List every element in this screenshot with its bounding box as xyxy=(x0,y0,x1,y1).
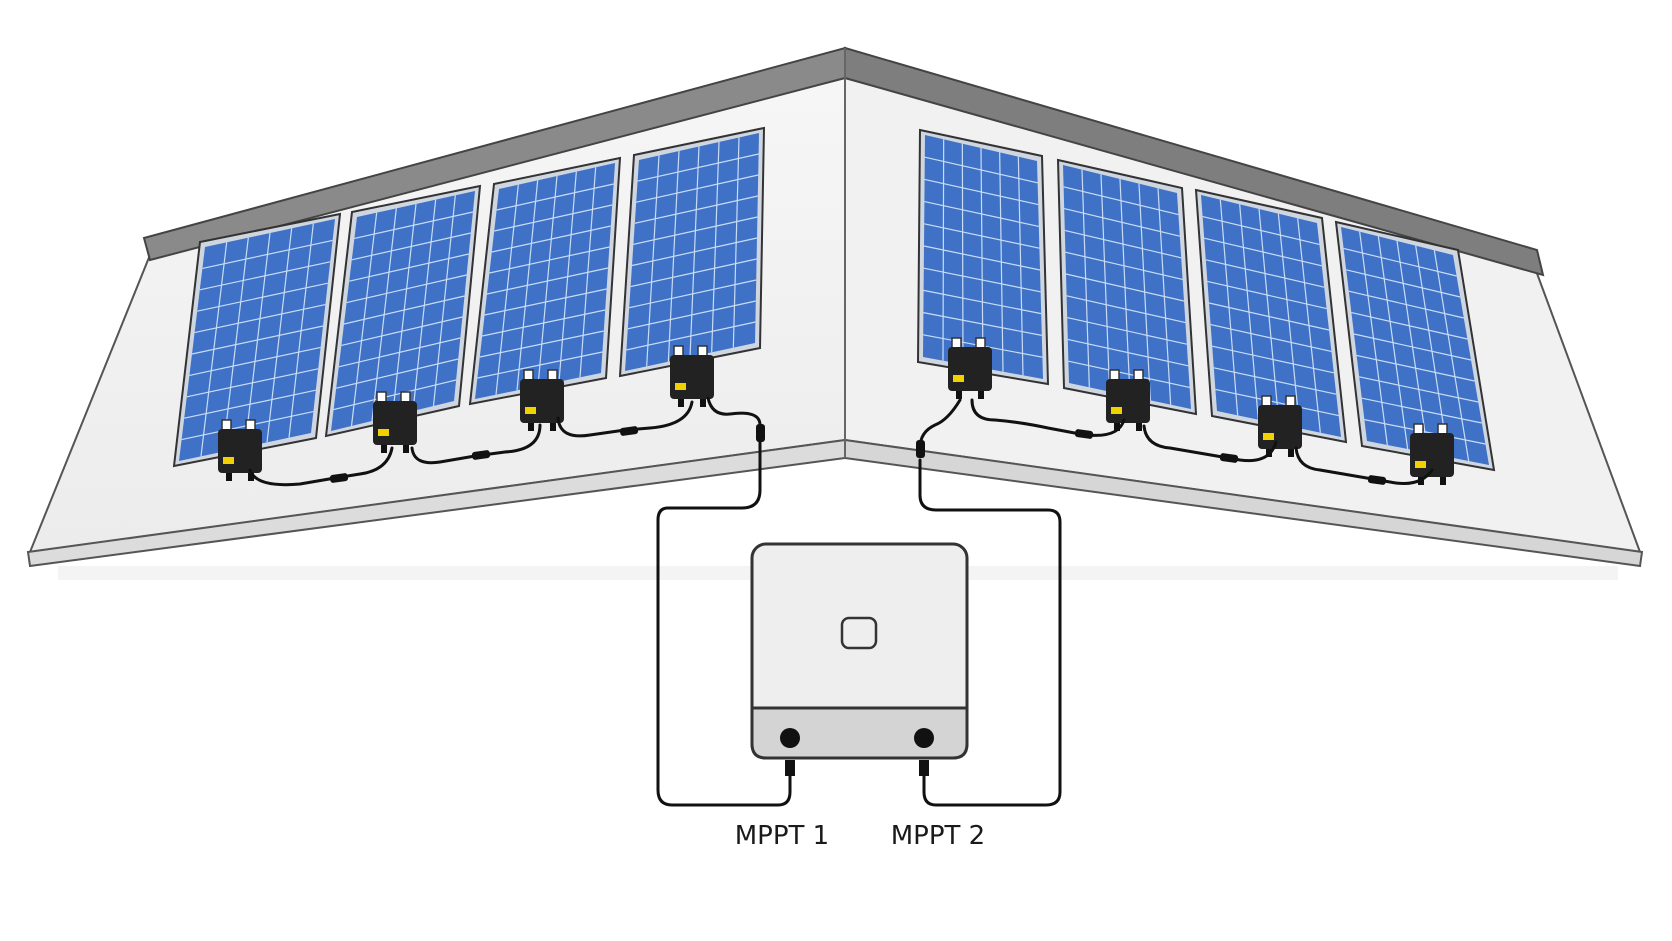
mppt-1-port xyxy=(780,728,800,748)
inverter-display xyxy=(840,616,878,650)
power-optimizer-icon xyxy=(1410,423,1454,485)
solar-panels xyxy=(172,126,1496,472)
mc4-connector-icon xyxy=(471,450,491,460)
solar-panel-icon xyxy=(618,126,766,378)
solar-panel-icon xyxy=(1334,220,1496,472)
power-optimizer-icon xyxy=(948,337,992,399)
mc4-connector-icon xyxy=(619,426,639,436)
inverter xyxy=(750,542,969,776)
power-optimizer-icon xyxy=(373,391,417,453)
solar-panel-icon xyxy=(1194,188,1348,444)
mc4-connectors xyxy=(329,424,1387,485)
solar-panel-icon xyxy=(1056,158,1198,416)
solar-panel-icon xyxy=(172,212,342,468)
mc4-connector-icon xyxy=(1219,453,1239,463)
solar-panel-icon xyxy=(324,184,482,438)
power-optimizer-icon xyxy=(520,369,564,431)
mppt-1-label: MPPT 1 xyxy=(735,821,829,851)
mc4-connector-icon xyxy=(916,440,925,458)
power-optimizer-icon xyxy=(1106,369,1150,431)
mppt-2-label: MPPT 2 xyxy=(891,821,985,851)
mppt-2-port xyxy=(914,728,934,748)
power-optimizer-icon xyxy=(218,419,262,481)
solar-panel-icon xyxy=(916,128,1050,386)
mc4-connector-icon xyxy=(756,424,765,442)
mc4-connector-icon xyxy=(1074,429,1094,439)
cable-right-string xyxy=(918,398,1434,807)
power-optimizer-icon xyxy=(670,345,714,407)
power-optimizers xyxy=(218,337,1454,485)
mc4-connector-icon xyxy=(329,473,349,483)
solar-panel-icon xyxy=(468,156,622,406)
mc4-connector-icon xyxy=(1367,475,1387,485)
